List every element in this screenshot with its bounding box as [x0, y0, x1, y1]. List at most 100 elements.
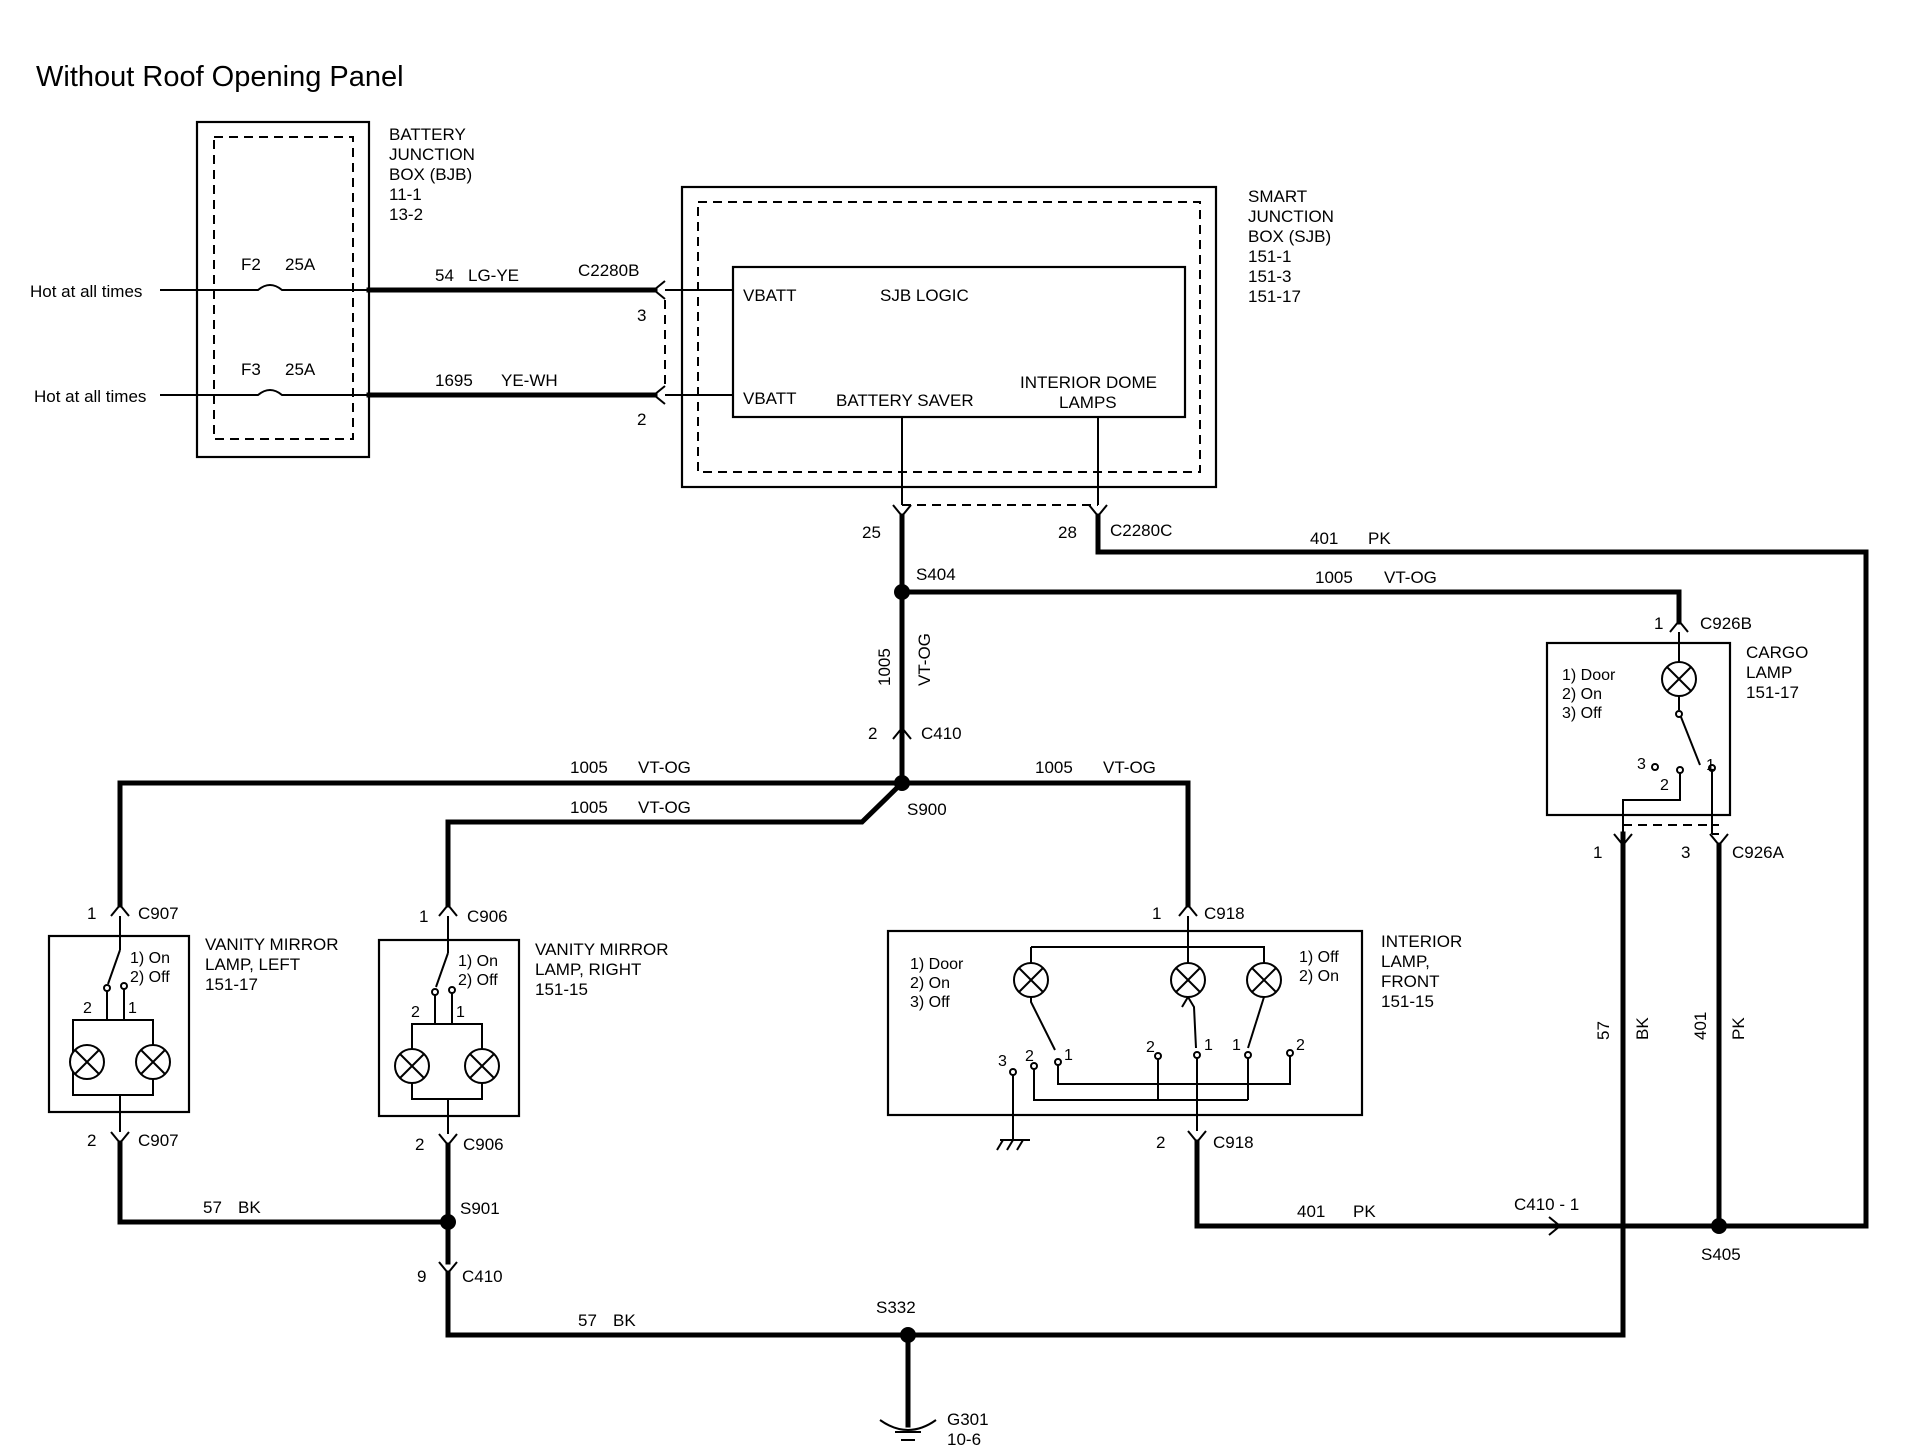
wire-1005-vertical-circuit: 1005	[875, 648, 894, 686]
interior-switch-left-2: 2) On	[910, 975, 950, 992]
cargo-label-3: 151-17	[1746, 683, 1799, 702]
sjb-vbatt-1: VBATT	[743, 286, 797, 305]
vanity-right-pin-2: 2	[411, 1004, 420, 1021]
connector-c410-top-pin: 2	[868, 724, 877, 743]
connector-c907-top-name: C907	[138, 904, 179, 923]
connector-c926b-name: C926B	[1700, 614, 1752, 633]
wire-1005-left2	[445, 779, 906, 908]
interior-label-4: 151-15	[1381, 992, 1434, 1011]
fuse-f3-symbol	[198, 389, 369, 396]
cargo-switch-2: 2) On	[1562, 686, 1602, 703]
connector-c410-right-arrow	[1548, 1216, 1562, 1236]
vanity-right-switch-2: 2) Off	[458, 972, 498, 989]
vanity-right-label-2: LAMP, RIGHT	[535, 960, 641, 979]
wire-54-color: LG-YE	[468, 266, 519, 285]
vanity-right-label-3: 151-15	[535, 980, 588, 999]
interior-label-1: INTERIOR	[1381, 932, 1462, 951]
connector-c906-bot-name: C906	[463, 1135, 504, 1154]
interior-pin-3: 3	[998, 1053, 1007, 1070]
wire-57-bottom-left-color: BK	[238, 1198, 261, 1217]
f3-feed-label: Hot at all times	[34, 387, 146, 406]
connector-c410-mid-name: C410	[462, 1267, 503, 1286]
wire-1005-right	[899, 780, 1191, 908]
connector-c410-top-arrow	[892, 726, 912, 740]
wire-1005-right-circuit: 1005	[1035, 758, 1073, 777]
connector-c926b-arrow	[1669, 619, 1689, 633]
sjb-label-4: 151-1	[1248, 247, 1291, 266]
connector-c926a-pin3-arrow	[1709, 833, 1729, 847]
bjb-label-5: 13-2	[389, 205, 423, 224]
wire-57-bottom-left-circuit: 57	[203, 1198, 222, 1217]
connector-c918-top-name: C918	[1204, 904, 1245, 923]
connector-c2280c-name: C2280C	[1110, 521, 1172, 540]
wire-57-vertical-color: BK	[1633, 1017, 1652, 1040]
fuse-f3-id: F3	[241, 360, 261, 379]
connector-c2280b-name: C2280B	[578, 261, 639, 280]
cargo-pin-2: 2	[1660, 777, 1669, 794]
bjb-label-3: BOX (BJB)	[389, 165, 472, 184]
wire-401-top-circuit: 401	[1310, 529, 1338, 548]
wire-401-bottom-circuit: 401	[1297, 1202, 1325, 1221]
connector-c918-top-pin: 1	[1152, 904, 1161, 923]
diagram-title: Without Roof Opening Panel	[36, 61, 404, 93]
cargo-lamp: 1 C926B CARGO LAMP 151-17 1) Door 2) On …	[1545, 614, 1808, 862]
sjb-battery-saver: BATTERY SAVER	[836, 391, 974, 410]
wire-401-bottom-color: PK	[1353, 1202, 1376, 1221]
connector-c906-top-name: C906	[467, 907, 508, 926]
wire-401-top	[1095, 513, 1869, 1229]
cargo-switch-3: 3) Off	[1562, 705, 1602, 722]
vanity-right-pin-1: 1	[456, 1004, 465, 1021]
vanity-left-label-3: 151-17	[205, 975, 258, 994]
wire-1695-circuit: 1695	[435, 371, 473, 390]
wire-57-bottom-circuit: 57	[578, 1311, 597, 1330]
f2-feed-label: Hot at all times	[30, 282, 142, 301]
wire-1005-left-circuit: 1005	[570, 758, 608, 777]
sjb-label-6: 151-17	[1248, 287, 1301, 306]
sjb-logic-title: SJB LOGIC	[880, 286, 969, 305]
connector-c410-top-name: C410	[921, 724, 962, 743]
connector-pin25: 25	[862, 523, 881, 542]
wire-57-vertical-circuit: 57	[1594, 1021, 1613, 1040]
wire-1695-color: YE-WH	[501, 371, 558, 390]
vanity-mirror-lamp-right: 1 C906 VANITY MIRROR LAMP, RIGHT 151-15 …	[377, 903, 669, 1154]
sjb-label-5: 151-3	[1248, 267, 1291, 286]
battery-junction-box: BATTERY JUNCTION BOX (BJB) 11-1 13-2 Hot…	[30, 120, 475, 459]
bjb-label-4: 11-1	[389, 185, 422, 204]
interior-pin-2b: 2	[1146, 1039, 1155, 1056]
interior-switch-left-1: 1) Door	[910, 956, 964, 973]
vanity-left-label-2: LAMP, LEFT	[205, 955, 300, 974]
interior-switch-right-2: 2) On	[1299, 968, 1339, 985]
connector-c918-bot-name: C918	[1213, 1133, 1254, 1152]
sjb-dome-lamps-1: INTERIOR DOME	[1020, 373, 1157, 392]
splice-s332-label: S332	[876, 1298, 916, 1317]
connector-c918-top-arrow	[1178, 903, 1198, 917]
interior-label-2: LAMP,	[1381, 952, 1430, 971]
wire-1005-s404-cargo	[899, 589, 1682, 625]
interior-label-3: FRONT	[1381, 972, 1440, 991]
vanity-left-pin-2: 2	[83, 1000, 92, 1017]
connector-c410-mid-pin: 9	[417, 1267, 426, 1286]
connector-pin28: 28	[1058, 523, 1077, 542]
ground-g301-symbol	[879, 1419, 937, 1441]
fuse-f2-symbol	[198, 284, 369, 291]
wire-1005-s404-circuit: 1005	[1315, 568, 1353, 587]
connector-c918-bot-pin: 2	[1156, 1133, 1165, 1152]
interior-switch-left-3: 3) Off	[910, 994, 950, 1011]
wire-57-bottom-color: BK	[613, 1311, 636, 1330]
wire-1005-s404-color: VT-OG	[1384, 568, 1437, 587]
fuse-f2-rating: 25A	[285, 255, 316, 274]
cargo-switch-1: 1) Door	[1562, 667, 1616, 684]
cargo-label-2: LAMP	[1746, 663, 1792, 682]
splice-s405-label: S405	[1701, 1245, 1741, 1264]
interior-pin-1a: 1	[1064, 1047, 1073, 1064]
connector-c926a-pin1: 1	[1593, 843, 1602, 862]
wire-401-vertical-color: PK	[1729, 1017, 1748, 1040]
vanity-left-switch-1: 1) On	[130, 950, 170, 967]
vanity-left-pin-1: 1	[128, 1000, 137, 1017]
interior-lamp-front: 1 C918 INTERIOR LAMP, FRONT 151-15 1) Do…	[886, 903, 1462, 1152]
interior-pin-1c: 1	[1232, 1037, 1241, 1054]
connector-c906-top-pin: 1	[419, 907, 428, 926]
connector-c926b-pin: 1	[1654, 614, 1663, 633]
wire-1005-vertical-color: VT-OG	[915, 633, 934, 686]
